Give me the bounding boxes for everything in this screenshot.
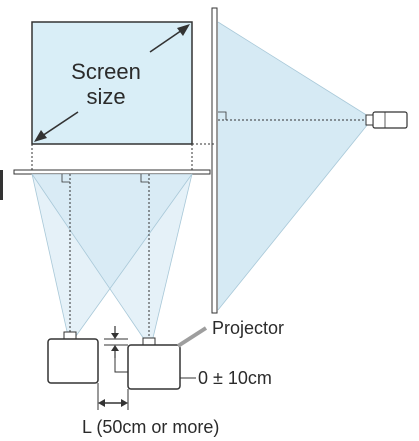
side-beam-edge-top <box>217 21 369 117</box>
distance-arrowhead-left <box>98 399 105 407</box>
right-angle-mark-left <box>61 174 70 183</box>
beam-left-edge-a <box>31 173 69 337</box>
offset-arrowhead-down <box>111 333 119 339</box>
side-projector <box>365 111 408 129</box>
offset-arrowhead-up <box>111 345 119 351</box>
beam-left-edge-b <box>75 173 193 337</box>
right-angle-mark-right <box>140 174 149 183</box>
left-projector <box>47 331 99 384</box>
screen-size-arrowhead-top <box>177 24 190 36</box>
offset-label: 0 ± 10cm <box>198 368 272 388</box>
beam-right-projector <box>32 174 192 342</box>
offset-leader-line <box>114 358 128 373</box>
beam-right-edge-a <box>31 173 147 343</box>
side-beam-edge-bottom <box>217 123 369 311</box>
side-screen <box>211 7 218 314</box>
side-beam <box>218 22 368 310</box>
right-projector <box>127 337 181 390</box>
projector-leader-line <box>176 326 208 348</box>
left-edge-mark <box>0 170 3 200</box>
distance-arrowhead-right <box>121 399 128 407</box>
projector-label: Projector <box>212 318 284 338</box>
side-right-angle-mark <box>218 111 227 120</box>
screen-size-arrowhead-bottom <box>34 130 47 142</box>
distance-label: L (50cm or more) <box>82 417 219 437</box>
screen-size-label-line1: Screen <box>71 59 141 84</box>
screen-size-label-line2: size <box>86 84 125 109</box>
top-screen <box>13 169 211 175</box>
beam-right-edge-b <box>151 173 193 343</box>
